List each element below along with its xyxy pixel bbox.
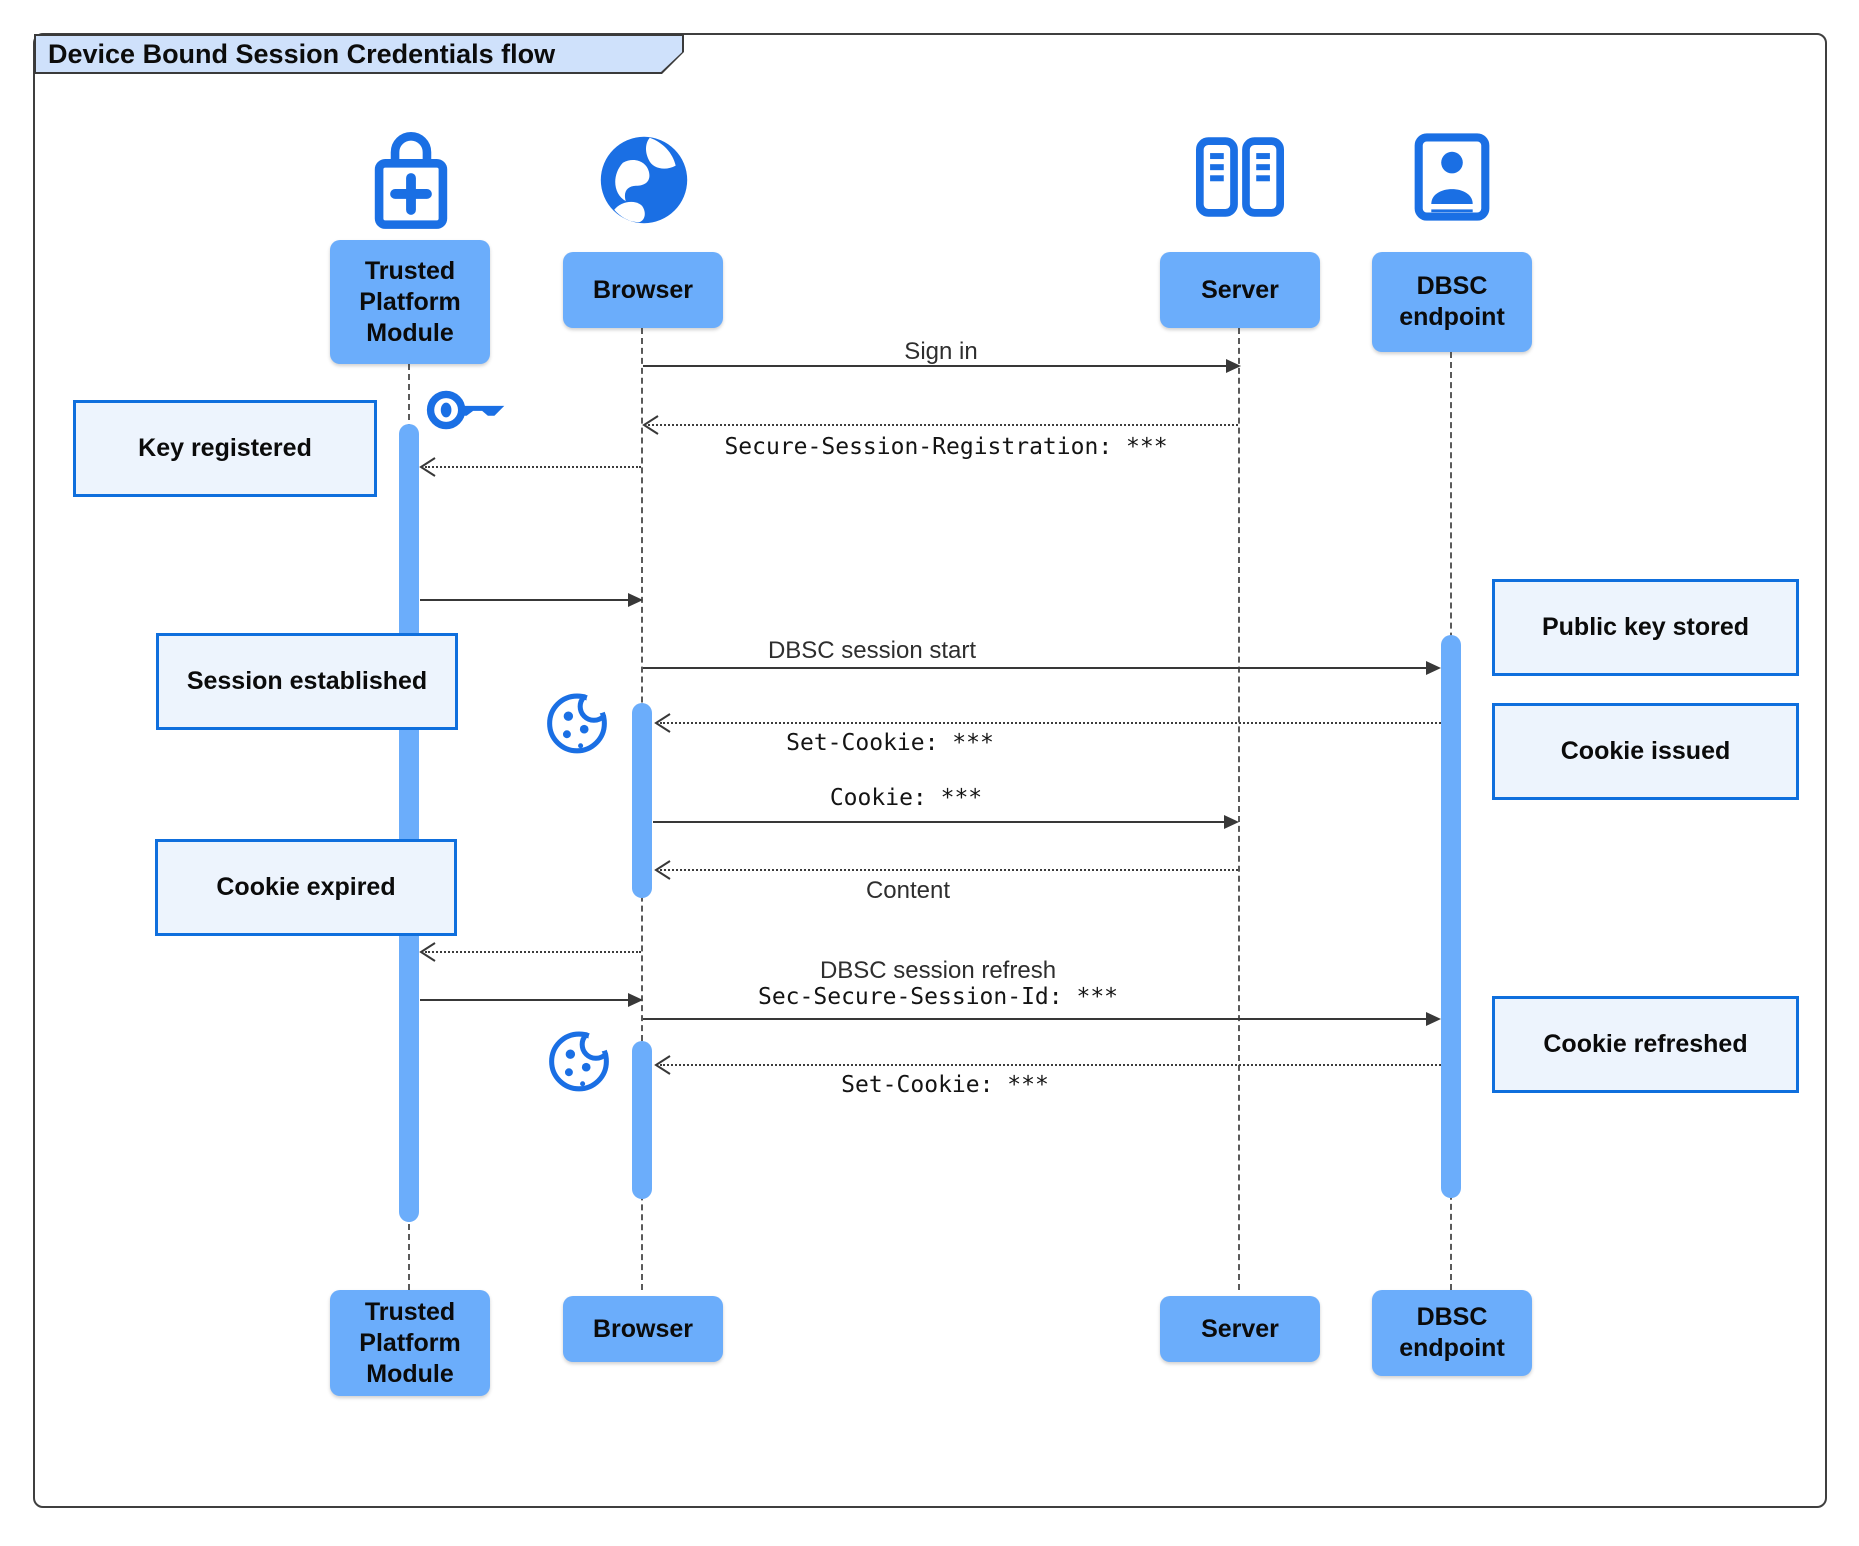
arrowhead-open-icon: [419, 457, 436, 477]
message-label-set-cookie-2: Set-Cookie: ***: [841, 1072, 1049, 1098]
message-label-secure-session-registration: Secure-Session-Registration: ***: [724, 434, 1168, 460]
arrow-set-cookie-2: [660, 1064, 1441, 1066]
arrow-tpm-to-browser-2: [420, 999, 629, 1001]
participant-browser-top: Browser: [563, 252, 723, 328]
lock-plus-icon: [374, 131, 448, 229]
key-icon: [426, 390, 505, 430]
note-cookie-refreshed: Cookie refreshed: [1492, 996, 1799, 1093]
arrow-sign-in: [643, 365, 1226, 367]
activation-bar-tpm: [399, 424, 419, 1222]
arrow-tpm-to-browser-1: [420, 599, 629, 601]
message-label-sign-in: Sign in: [904, 338, 978, 365]
activation-bar-dbsc-endpoint: [1441, 635, 1461, 1198]
arrow-dbsc-session-refresh: [643, 1018, 1427, 1020]
arrowhead-icon: [1224, 815, 1239, 829]
participant-tpm-bottom: Trusted Platform Module: [330, 1290, 490, 1396]
participant-dbsc-endpoint-bottom: DBSC endpoint: [1372, 1290, 1532, 1376]
message-label-dbsc-session-start: DBSC session start: [767, 637, 977, 664]
note-cookie-expired: Cookie expired: [155, 839, 457, 936]
server-racks-icon: [1195, 137, 1285, 217]
diagram-title-tab: Device Bound Session Credentials flow: [34, 34, 684, 74]
message-label-cookie: Cookie: ***: [829, 785, 983, 811]
message-label-sec-secure-session-id: Sec-Secure-Session-Id: ***: [757, 984, 1119, 1010]
arrow-dbsc-session-start: [643, 667, 1427, 669]
message-label-content: Content: [865, 877, 951, 904]
globe-icon: [600, 136, 688, 224]
arrowhead-open-icon: [654, 1055, 671, 1075]
arrowhead-icon: [628, 593, 643, 607]
message-label-dbsc-session-refresh: DBSC session refresh: [819, 957, 1057, 984]
participant-dbsc-endpoint-top: DBSC endpoint: [1372, 252, 1532, 352]
note-key-registered: Key registered: [73, 400, 377, 497]
arrow-content: [660, 869, 1238, 871]
arrowhead-open-icon: [419, 942, 436, 962]
person-badge-icon: [1414, 133, 1490, 221]
participant-tpm-top: Trusted Platform Module: [330, 240, 490, 364]
arrowhead-icon: [1426, 661, 1441, 675]
message-label-set-cookie-1: Set-Cookie: ***: [786, 730, 994, 756]
arrow-browser-to-tpm-2: [425, 951, 641, 953]
activation-bar-browser-2: [632, 1041, 652, 1199]
arrowhead-icon: [628, 993, 643, 1007]
arrow-browser-to-tpm-1: [425, 466, 641, 468]
arrowhead-icon: [1226, 359, 1241, 373]
note-session-established: Session established: [156, 633, 458, 730]
arrowhead-open-icon: [642, 415, 659, 435]
cookie-icon: [549, 1026, 613, 1092]
arrowhead-icon: [1426, 1012, 1441, 1026]
page-title: Device Bound Session Credentials flow: [48, 38, 556, 69]
cookie-icon: [547, 688, 611, 754]
note-public-key-stored: Public key stored: [1492, 579, 1799, 676]
arrow-secure-session-registration: [648, 424, 1238, 426]
participant-server-top: Server: [1160, 252, 1320, 328]
participant-browser-bottom: Browser: [563, 1296, 723, 1362]
arrow-set-cookie-1: [660, 722, 1441, 724]
participant-server-bottom: Server: [1160, 1296, 1320, 1362]
note-cookie-issued: Cookie issued: [1492, 703, 1799, 800]
arrow-cookie: [653, 821, 1226, 823]
activation-bar-browser-1: [632, 703, 652, 898]
arrowhead-open-icon: [654, 860, 671, 880]
arrowhead-open-icon: [654, 713, 671, 733]
lifeline-server: [1238, 328, 1240, 1290]
